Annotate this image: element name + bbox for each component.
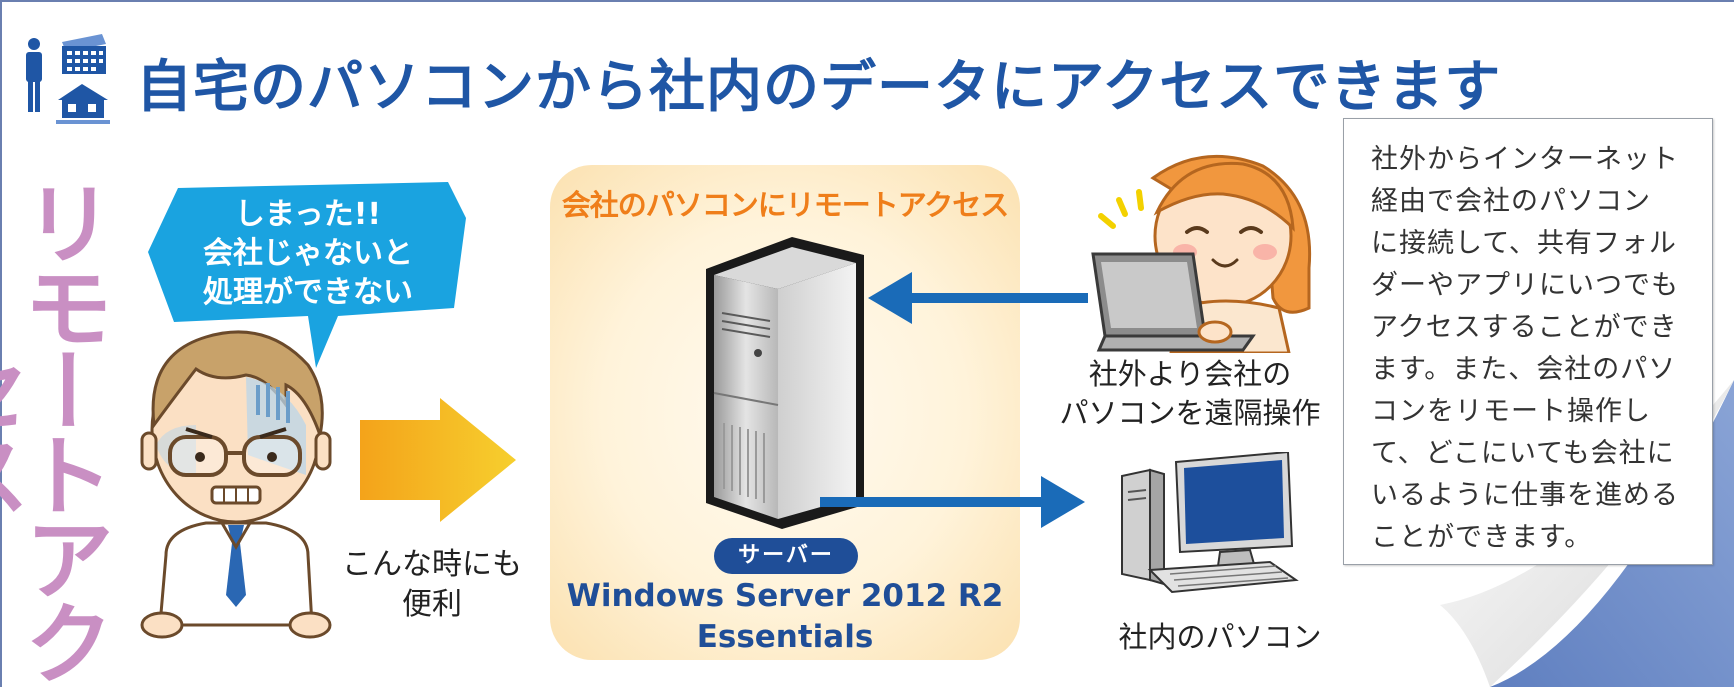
person-building-house-icon: [26, 34, 110, 124]
speech-bubble: [148, 182, 466, 368]
speech-line: 会社じゃないと: [203, 236, 413, 271]
server-name-line: Windows Server 2012 R2: [566, 578, 1004, 614]
speech-bubble-text: しまった!! 会社じゃないと 処理ができない: [168, 195, 448, 312]
caption-line: こんな時にも: [342, 547, 522, 582]
speech-line: しまった!!: [234, 197, 382, 232]
arrow-left-icon: [868, 272, 1088, 324]
server-badge: サーバー: [714, 538, 858, 574]
panel-title: 会社のパソコンにリモートアクセス: [561, 188, 1010, 222]
side-label: リモートアクセス: [0, 176, 113, 681]
description-line: ダーやアプリにいつでも: [1371, 270, 1679, 301]
description-line: 経由で会社のパソコン: [1371, 186, 1651, 217]
house-icon: [56, 84, 110, 124]
server-name: Windows Server 2012 R2 Essentials: [560, 576, 1010, 658]
yellow-arrow-icon: [360, 398, 516, 522]
desktop-pc-icon: [1121, 452, 1299, 594]
description-box: 社外からインターネット 経由で会社のパソコン に接続して、共有フォル ダーやアプ…: [1343, 118, 1713, 565]
caption-line: パソコンを遠隔操作: [1059, 396, 1321, 430]
office-pc-caption: 社内のパソコン: [1118, 620, 1322, 654]
description-line: アクセスすることができ: [1371, 312, 1678, 343]
page-title: 自宅のパソコンから社内のデータにアクセスできます: [136, 55, 1502, 120]
description-line: 社外からインターネット: [1371, 144, 1679, 175]
worried-man-illustration: [140, 330, 332, 639]
caption-line: 社外より会社の: [1088, 357, 1292, 391]
woman-with-laptop-illustration: [1091, 154, 1312, 353]
convenient-caption: こんな時にも 便利: [332, 545, 532, 625]
description-line: に接続して、共有フォル: [1371, 228, 1677, 259]
description-line: ます。また、会社のパソ: [1371, 354, 1677, 385]
arrow-right-icon: [820, 476, 1085, 528]
office-building-icon: [62, 34, 106, 74]
description-line: いるように仕事を進める: [1371, 480, 1679, 511]
caption-line: 便利: [402, 587, 462, 622]
description-line: コンをリモート操作し: [1371, 396, 1651, 427]
remote-user-caption: 社外より会社の パソコンを遠隔操作: [1045, 355, 1335, 433]
speech-line: 処理ができない: [203, 275, 413, 310]
description-line: ことができます。: [1371, 522, 1593, 553]
server-name-line: Essentials: [696, 619, 874, 655]
description-line: て、どこにいても会社に: [1371, 438, 1675, 469]
server-icon: [706, 237, 864, 529]
